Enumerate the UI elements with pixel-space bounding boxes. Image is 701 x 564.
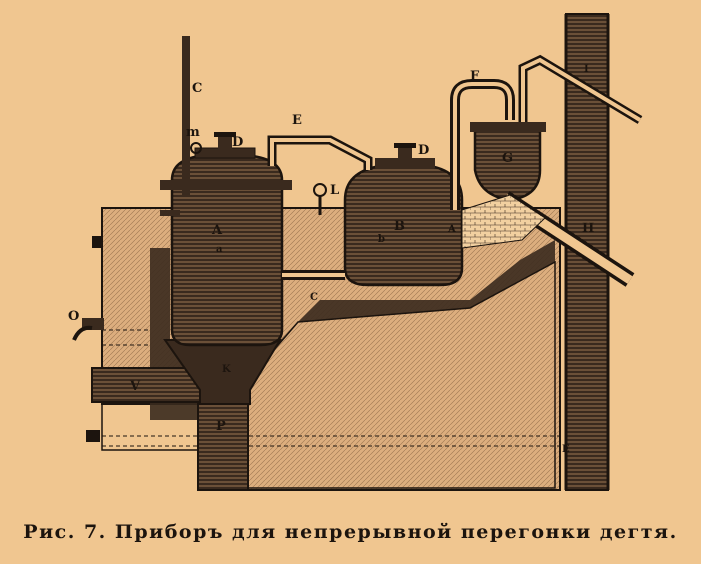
label-k: K: [222, 364, 231, 375]
tap-o: [72, 318, 104, 341]
still-b: [343, 143, 464, 287]
pipe-p: [197, 403, 249, 491]
label-i: I: [584, 64, 589, 75]
label-a1: A: [211, 223, 223, 238]
label-b-small: b: [378, 234, 385, 245]
label-o: O: [68, 309, 79, 324]
label-a-small: a: [216, 244, 223, 255]
tar-brickwork: [461, 194, 546, 249]
label-g: G: [502, 151, 513, 166]
label-l: L: [330, 183, 339, 198]
flue-v: [91, 367, 201, 403]
label-h: H: [582, 221, 594, 236]
label-a2: A: [447, 224, 456, 235]
label-c-small: C: [310, 292, 318, 303]
pipe-e: [267, 135, 373, 170]
wall-bolt-1: [92, 236, 102, 248]
label-d2: D: [418, 143, 429, 158]
label-c: C: [192, 81, 202, 96]
figure-caption: Рис. 7. Приборъ для непрерывной перегонк…: [23, 521, 678, 543]
label-e: E: [292, 113, 302, 128]
label-m: m: [186, 125, 200, 140]
label-f: F: [470, 69, 480, 84]
valve-l: [313, 183, 327, 215]
wall-bolt-2: [86, 430, 100, 442]
distillation-apparatus-diagram: C m D E L D F G A A B b a C O V P H I K …: [68, 13, 643, 491]
label-e2: E: [562, 444, 570, 455]
still-a-funnel: [163, 339, 282, 405]
label-d1: D: [232, 135, 243, 150]
label-b: B: [394, 219, 405, 234]
label-p: P: [216, 419, 226, 434]
rod-c: [182, 36, 202, 196]
still-a: [160, 132, 292, 347]
label-v: V: [129, 379, 141, 394]
